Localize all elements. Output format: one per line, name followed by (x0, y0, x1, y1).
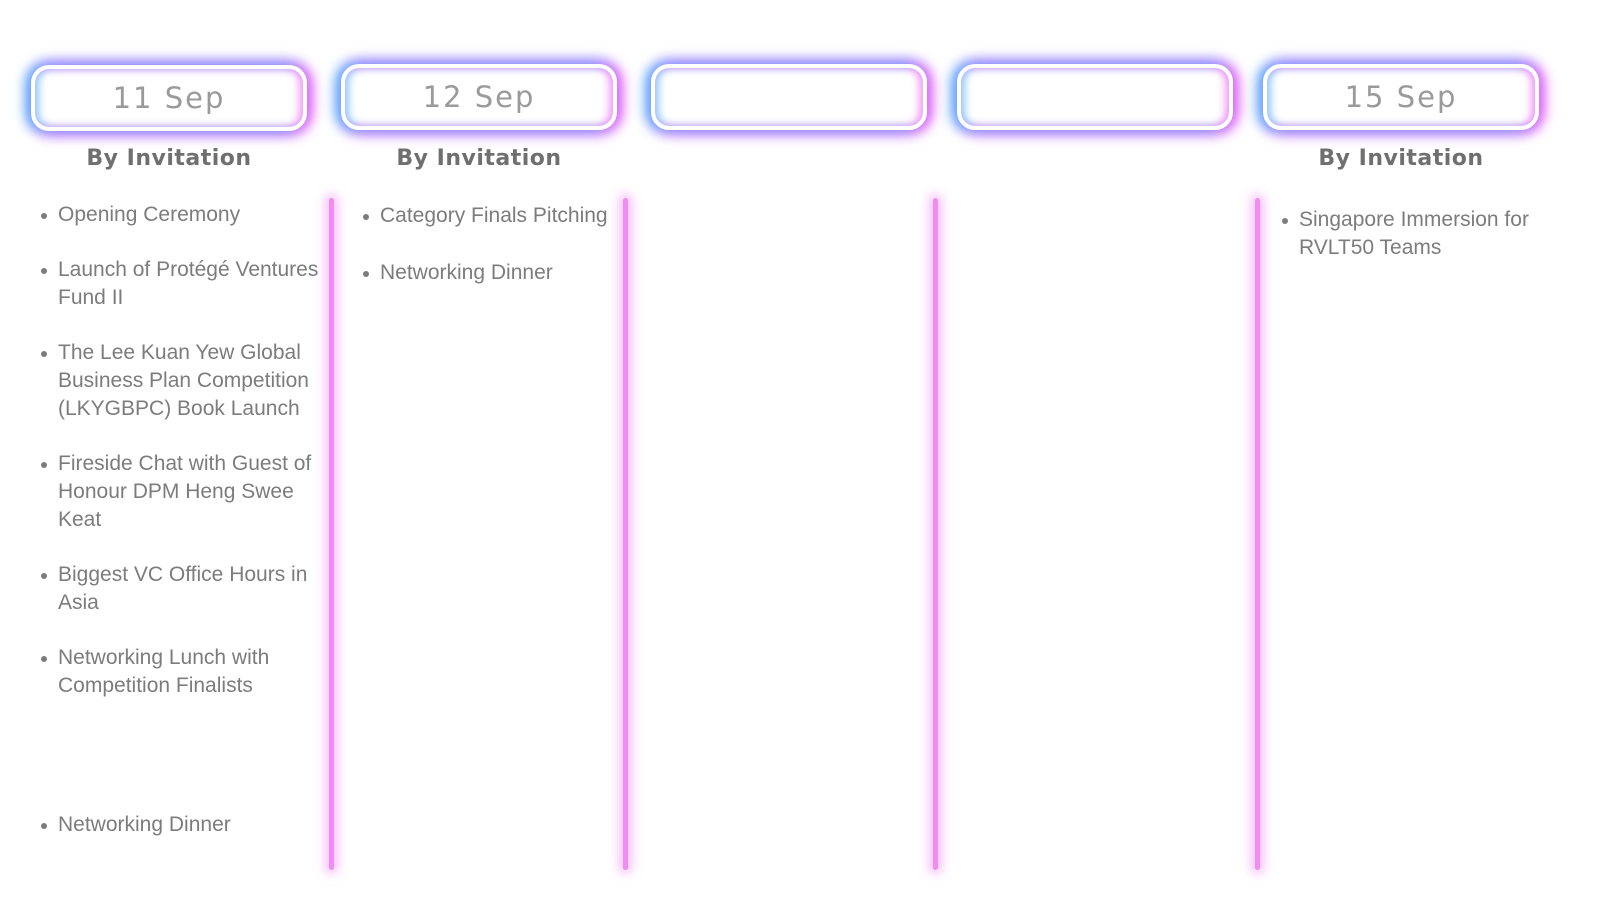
date-box-11-sep: 11 Sep (31, 65, 307, 131)
column-divider (933, 198, 938, 870)
event-list-15-sep: Singapore Immersion for RVLT50 Teams (1279, 206, 1589, 262)
date-box-12-sep: 12 Sep (341, 64, 617, 130)
list-item: Biggest VC Office Hours in Asia (41, 561, 328, 617)
column-divider (623, 198, 628, 870)
date-box-15-sep: 15 Sep (1263, 64, 1539, 130)
event-list-11-sep: Opening Ceremony Launch of Protégé Ventu… (38, 201, 328, 839)
column-subtitle: By Invitation (396, 146, 562, 171)
column-subtitle: By Invitation (86, 146, 252, 171)
list-item: Fireside Chat with Guest of Honour DPM H… (41, 450, 328, 534)
list-item: Networking Lunch with Competition Finali… (41, 644, 328, 700)
event-list-12-sep: Category Finals Pitching Networking Dinn… (360, 202, 630, 287)
list-item: Launch of Protégé Ventures Fund II (41, 256, 328, 312)
list-item: Networking Dinner (363, 259, 630, 287)
column-divider (329, 198, 334, 870)
date-label: 11 Sep (112, 81, 226, 115)
date-label: 12 Sep (422, 80, 536, 114)
list-item: Opening Ceremony (41, 201, 328, 229)
date-box-14-sep (957, 64, 1233, 130)
column-subtitle: By Invitation (1318, 146, 1484, 171)
date-box-13-sep (651, 64, 927, 130)
list-item: Category Finals Pitching (363, 202, 630, 230)
list-item: The Lee Kuan Yew Global Business Plan Co… (41, 339, 328, 423)
list-item: Networking Dinner (41, 811, 328, 839)
date-label: 15 Sep (1344, 80, 1458, 114)
column-divider (1255, 198, 1260, 870)
list-item: Singapore Immersion for RVLT50 Teams (1282, 206, 1589, 262)
